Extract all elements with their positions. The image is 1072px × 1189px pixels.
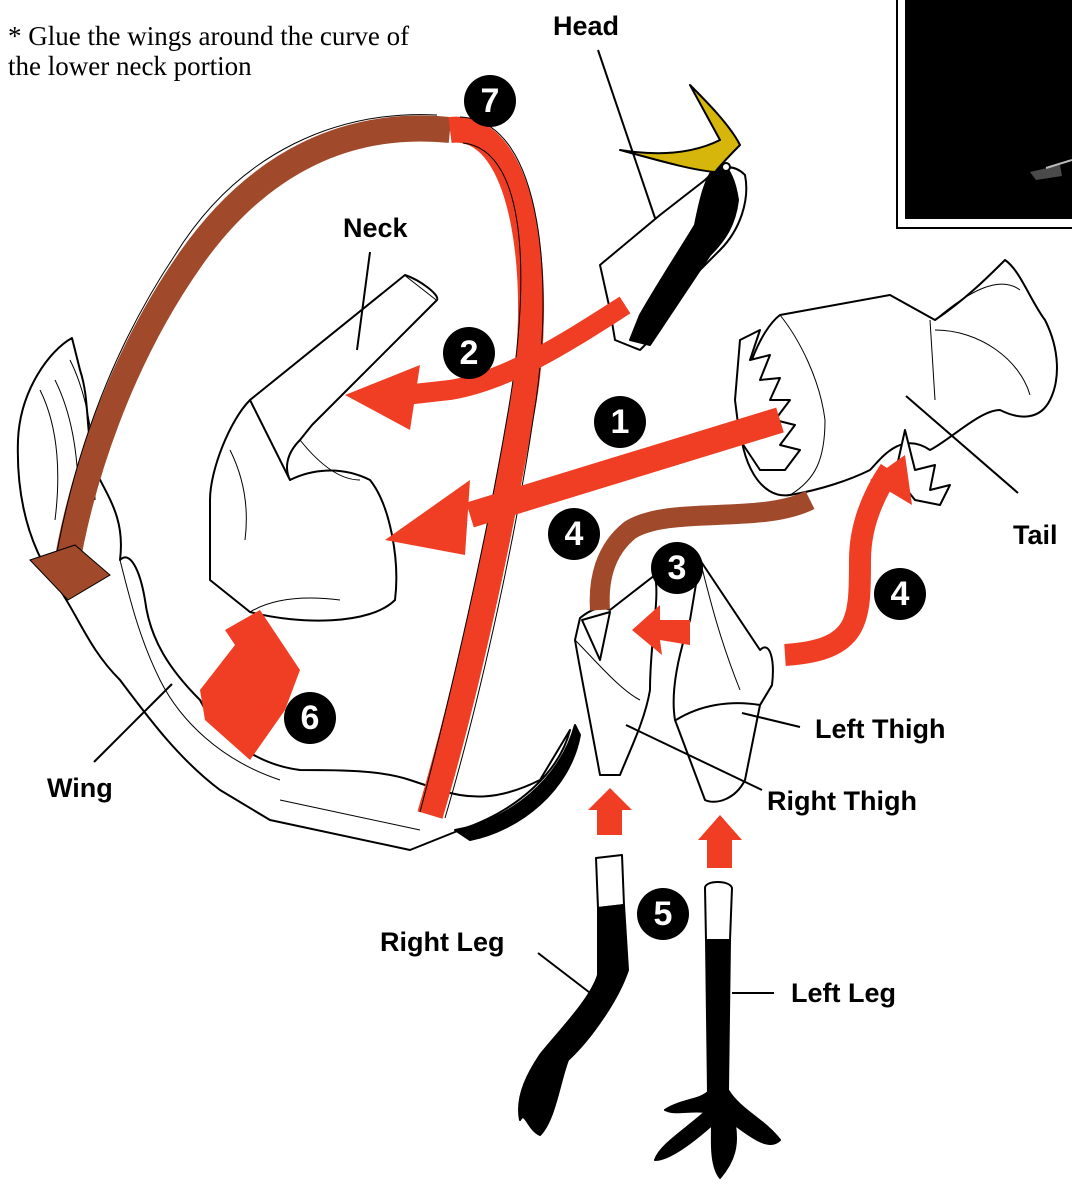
label-left-thigh: Left Thigh: [815, 714, 945, 744]
left-thigh-part: [674, 560, 773, 802]
svg-text:2: 2: [460, 334, 479, 372]
label-wing: Wing: [47, 773, 113, 803]
label-tail: Tail: [1013, 520, 1058, 550]
svg-text:5: 5: [654, 895, 673, 933]
label-right-thigh: Right Thigh: [767, 786, 917, 816]
neck-part: [210, 275, 437, 621]
arrowhead-1: [385, 480, 470, 555]
arrow-5-left: [698, 815, 742, 868]
svg-text:7: 7: [481, 82, 500, 120]
svg-text:4: 4: [565, 515, 584, 553]
svg-text:4: 4: [891, 575, 910, 613]
right-thigh-part: [575, 575, 656, 775]
step-badge-4-right: 4: [874, 568, 926, 620]
svg-text:1: 1: [611, 403, 630, 441]
step-badge-6: 6: [284, 692, 336, 744]
label-neck: Neck: [343, 213, 409, 243]
step-badge-4-left: 4: [548, 508, 600, 560]
inset-photo: [897, 0, 1072, 228]
label-right-leg: Right Leg: [380, 927, 504, 957]
step-badge-3: 3: [651, 542, 703, 594]
note-line-1: * Glue the wings around the curve of: [8, 21, 409, 51]
svg-text:6: 6: [301, 699, 320, 737]
label-left-leg: Left Leg: [791, 978, 896, 1008]
arrow-5-right: [588, 788, 632, 835]
step-badge-5: 5: [637, 888, 689, 940]
right-leg-part: [519, 855, 628, 1135]
note-line-2: the lower neck portion: [8, 51, 252, 81]
step-badge-1: 1: [594, 396, 646, 448]
svg-text:3: 3: [668, 549, 687, 587]
step-badge-7: 7: [464, 75, 516, 127]
step-badge-2: 2: [443, 327, 495, 379]
label-head: Head: [553, 11, 619, 41]
